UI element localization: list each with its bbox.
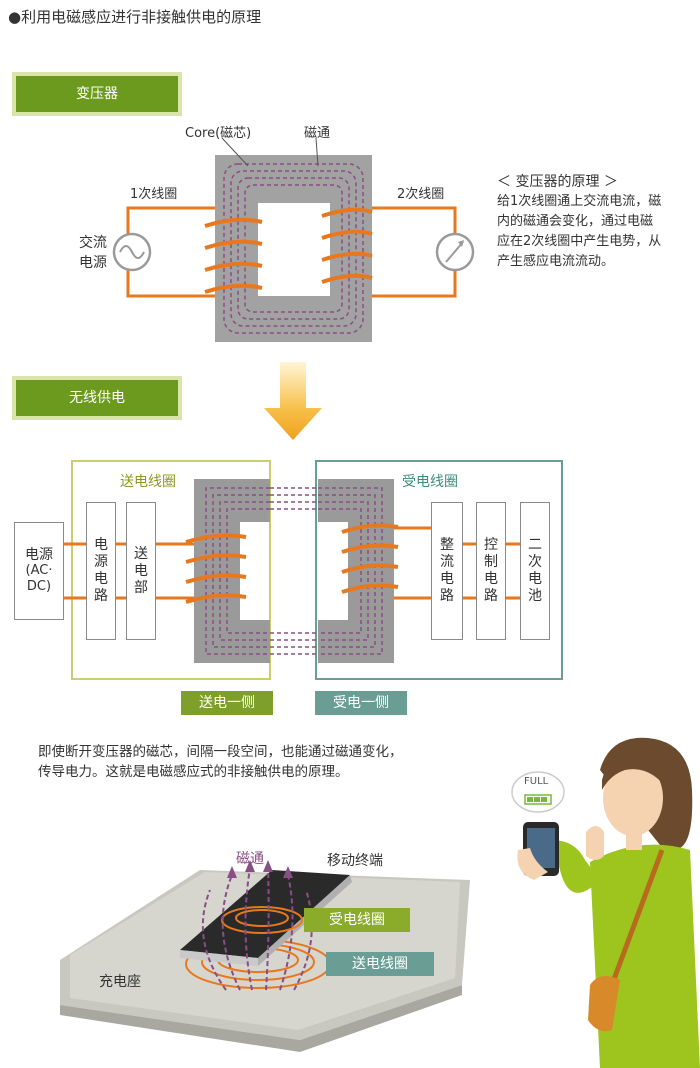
ac-source-label-2: 电源 — [79, 255, 107, 271]
send-coil-title: 送电线圈 — [120, 474, 176, 490]
power-circuit-box: 电源电路 — [86, 502, 116, 640]
battery-bubble — [511, 771, 565, 813]
page-title: ●利用电磁感应进行非接触供电的原理 — [8, 8, 262, 26]
core-label: Core(磁芯) — [185, 126, 252, 141]
principle-line-4: 产生感应电流流动。 — [497, 254, 615, 269]
power-source-line-1: 电源 — [25, 547, 53, 563]
battery-label: 二次电池 — [528, 537, 542, 604]
recv-coil-frame — [315, 460, 563, 680]
wireless-flux-loops — [205, 487, 383, 655]
principle-line-1: 给1次线圈通上交流电流，磁 — [497, 194, 662, 209]
person-illustration — [517, 737, 700, 1068]
illus-send-coil-label: 送电线圈 — [326, 952, 434, 976]
principle-line-3: 应在2次线圈中产生电势，从 — [497, 234, 662, 249]
principle-box: ＜ 变压器的原理 ＞ 给1次线圈通上交流电流，磁 内的磁通会变化，通过电磁 应在… — [497, 172, 700, 272]
send-part-label: 送电部 — [134, 545, 148, 596]
illus-mobile-label: 移动终端 — [327, 853, 383, 869]
summary-line-2: 传导电力。这就是电磁感应式的非接触供电的原理。 — [38, 764, 349, 780]
wireless-tab-button[interactable]: 无线供电 — [12, 376, 182, 420]
primary-coil — [204, 217, 263, 294]
send-coil — [185, 533, 247, 604]
down-arrow — [264, 362, 322, 440]
send-side-label: 送电一侧 — [181, 691, 273, 715]
send-part-box: 送电部 — [126, 502, 156, 640]
control-label: 控制电路 — [484, 537, 498, 604]
send-coil-frame — [71, 460, 271, 680]
power-source-box: 电源 (AC· DC) — [14, 522, 64, 620]
recv-coil-title: 受电线圈 — [402, 474, 458, 490]
rectifier-box: 整流电路 — [431, 502, 463, 640]
ac-source-label-1: 交流 — [79, 235, 107, 251]
transformer-tab-button[interactable]: 变压器 — [12, 72, 182, 116]
primary-coil-label: 1次线圈 — [130, 187, 178, 202]
power-source-line-2: (AC· — [25, 563, 53, 578]
recv-side-label: 受电一侧 — [315, 691, 407, 715]
ac-source-symbol — [112, 232, 152, 272]
secondary-coil-label: 2次线圈 — [397, 187, 445, 202]
battery-box: 二次电池 — [520, 502, 550, 640]
illus-recv-coil-label: 受电线圈 — [304, 908, 410, 932]
illus-charger-label: 充电座 — [99, 974, 141, 990]
recv-coil — [341, 523, 399, 594]
power-circuit-label: 电源电路 — [94, 537, 108, 604]
summary-line-1: 即使断开变压器的磁芯，间隔一段空间，也能通过磁通变化， — [38, 744, 403, 760]
illus-flux-label: 磁通 — [236, 851, 264, 867]
secondary-coil — [321, 207, 373, 284]
power-source-line-3: DC) — [26, 579, 52, 594]
illus-flux-arrows — [201, 867, 313, 991]
send-wires — [64, 542, 196, 600]
control-box: 控制电路 — [476, 502, 506, 640]
principle-title: ＜ 变压器的原理 ＞ — [497, 174, 618, 190]
flux-label: 磁通 — [304, 126, 331, 141]
summary-text: 即使断开变压器的磁芯，间隔一段空间，也能通过磁通变化， 传导电力。这就是电磁感应… — [38, 742, 403, 782]
transformer-flux-loops — [223, 163, 364, 334]
rectifier-label: 整流电路 — [440, 537, 454, 604]
principle-line-2: 内的磁通会变化，通过电磁 — [497, 214, 654, 229]
meter-symbol — [435, 232, 475, 272]
transformer-wires — [126, 206, 457, 298]
battery-full-label: FULL — [524, 776, 549, 787]
